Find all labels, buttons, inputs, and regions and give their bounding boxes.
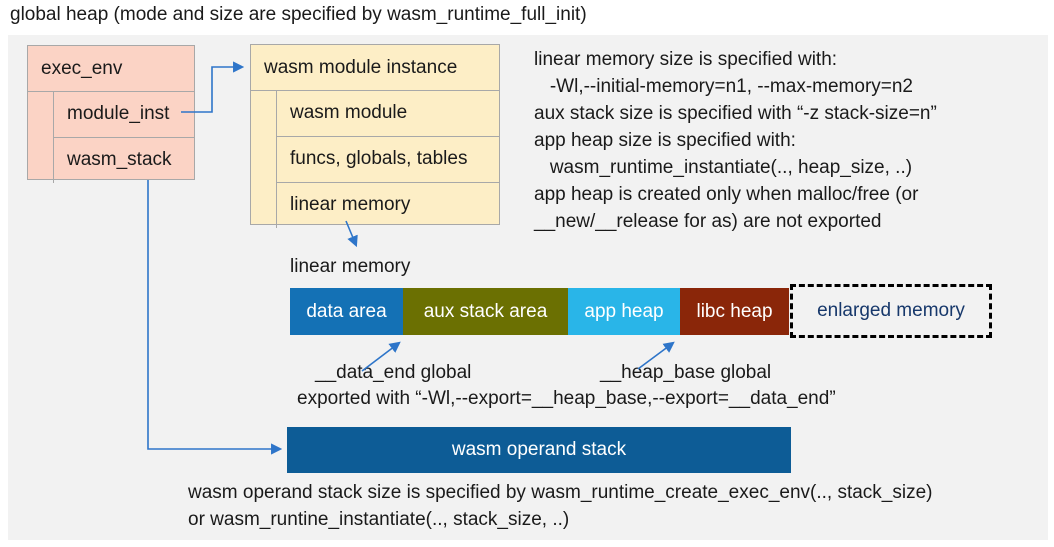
module-instance-row-funcs-globals-tables: funcs, globals, tables: [277, 137, 499, 183]
note-line: -Wl,--initial-memory=n1, --max-memory=n2: [534, 76, 913, 97]
note-line: or wasm_runtine_instantiate(.., stack_si…: [188, 509, 570, 530]
exported-with-label: exported with “-Wl,--export=__heap_base,…: [297, 388, 836, 409]
exec-env-title: exec_env: [28, 46, 194, 92]
note-line: app heap size is specified with:: [534, 130, 796, 151]
size-notes-block: linear memory size is specified with: -W…: [534, 46, 937, 235]
module-instance-title: wasm module instance: [251, 45, 499, 91]
exec-env-row-wasm-stack: wasm_stack: [67, 149, 172, 170]
linear-memory-label: linear memory: [290, 256, 411, 277]
module-instance-rows: wasm module funcs, globals, tables linea…: [276, 91, 499, 228]
diagram-title: global heap (mode and size are specified…: [10, 4, 587, 25]
note-line: aux stack size is specified with “-z sta…: [534, 103, 937, 124]
operand-stack-notes-block: wasm operand stack size is specified by …: [188, 479, 933, 533]
exec-env-rows: module_inst wasm_stack: [53, 92, 194, 183]
heap-base-global-label: __heap_base global: [600, 362, 772, 383]
note-line: wasm operand stack size is specified by …: [188, 482, 933, 503]
memory-segment-aux-stack-area: aux stack area: [403, 288, 568, 335]
note-line: linear memory size is specified with:: [534, 49, 838, 70]
module-instance-row-linear-memory: linear memory: [290, 194, 411, 215]
exec-env-box: exec_env module_inst wasm_stack: [27, 45, 195, 183]
wasm-operand-stack-bar: wasm operand stack: [287, 427, 791, 473]
memory-segment-libc-heap: libc heap: [680, 288, 789, 335]
module-instance-row-wasm-module: wasm module: [277, 91, 499, 137]
memory-segment-enlarged-memory: enlarged memory: [790, 284, 992, 338]
note-line: wasm_runtime_instantiate(.., heap_size, …: [534, 157, 913, 178]
data-end-global-label: __data_end global: [315, 362, 472, 383]
note-line: __new/__release for as) are not exported: [534, 211, 882, 232]
memory-segment-app-heap: app heap: [568, 288, 680, 335]
module-instance-box: wasm module instance wasm module funcs, …: [250, 44, 500, 228]
exec-env-row-module-inst: module_inst: [54, 92, 194, 138]
note-line: app heap is created only when malloc/fre…: [534, 184, 919, 205]
memory-segment-data-area: data area: [290, 288, 403, 335]
